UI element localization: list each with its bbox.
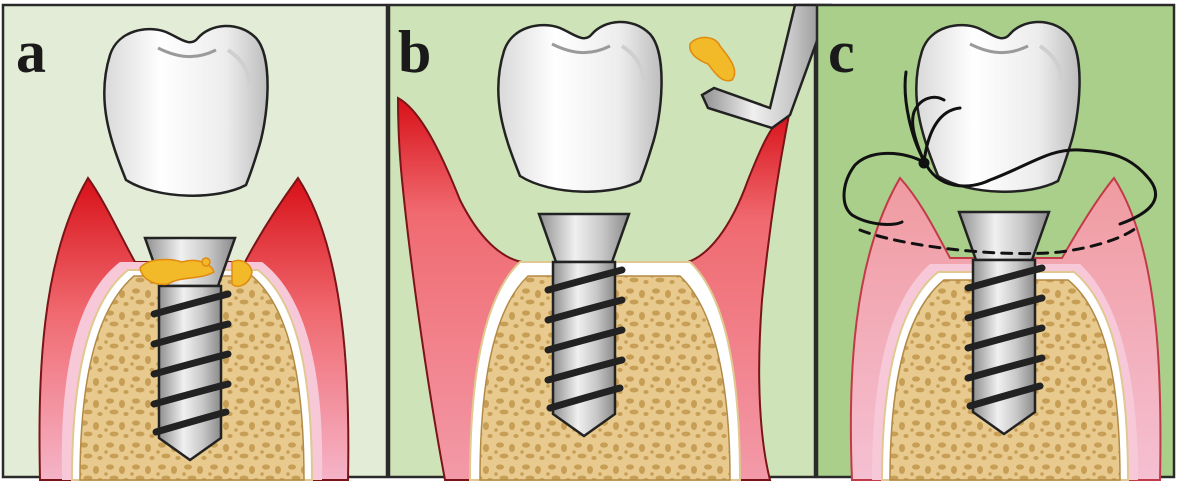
panel-b-implant-icon: [539, 214, 629, 436]
panel-b: b: [389, 5, 830, 480]
panel-c-label: c: [828, 19, 855, 85]
panel-a-label: a: [16, 19, 46, 85]
panel-b-label: b: [398, 19, 431, 85]
panel-c-implant-icon: [959, 212, 1049, 434]
panel-c: c: [817, 5, 1174, 480]
panel-b-crown-icon: [498, 22, 661, 192]
panel-c-crown-icon: [916, 22, 1079, 192]
panel-a: a: [3, 5, 387, 480]
panel-a-crown-icon: [104, 26, 267, 196]
